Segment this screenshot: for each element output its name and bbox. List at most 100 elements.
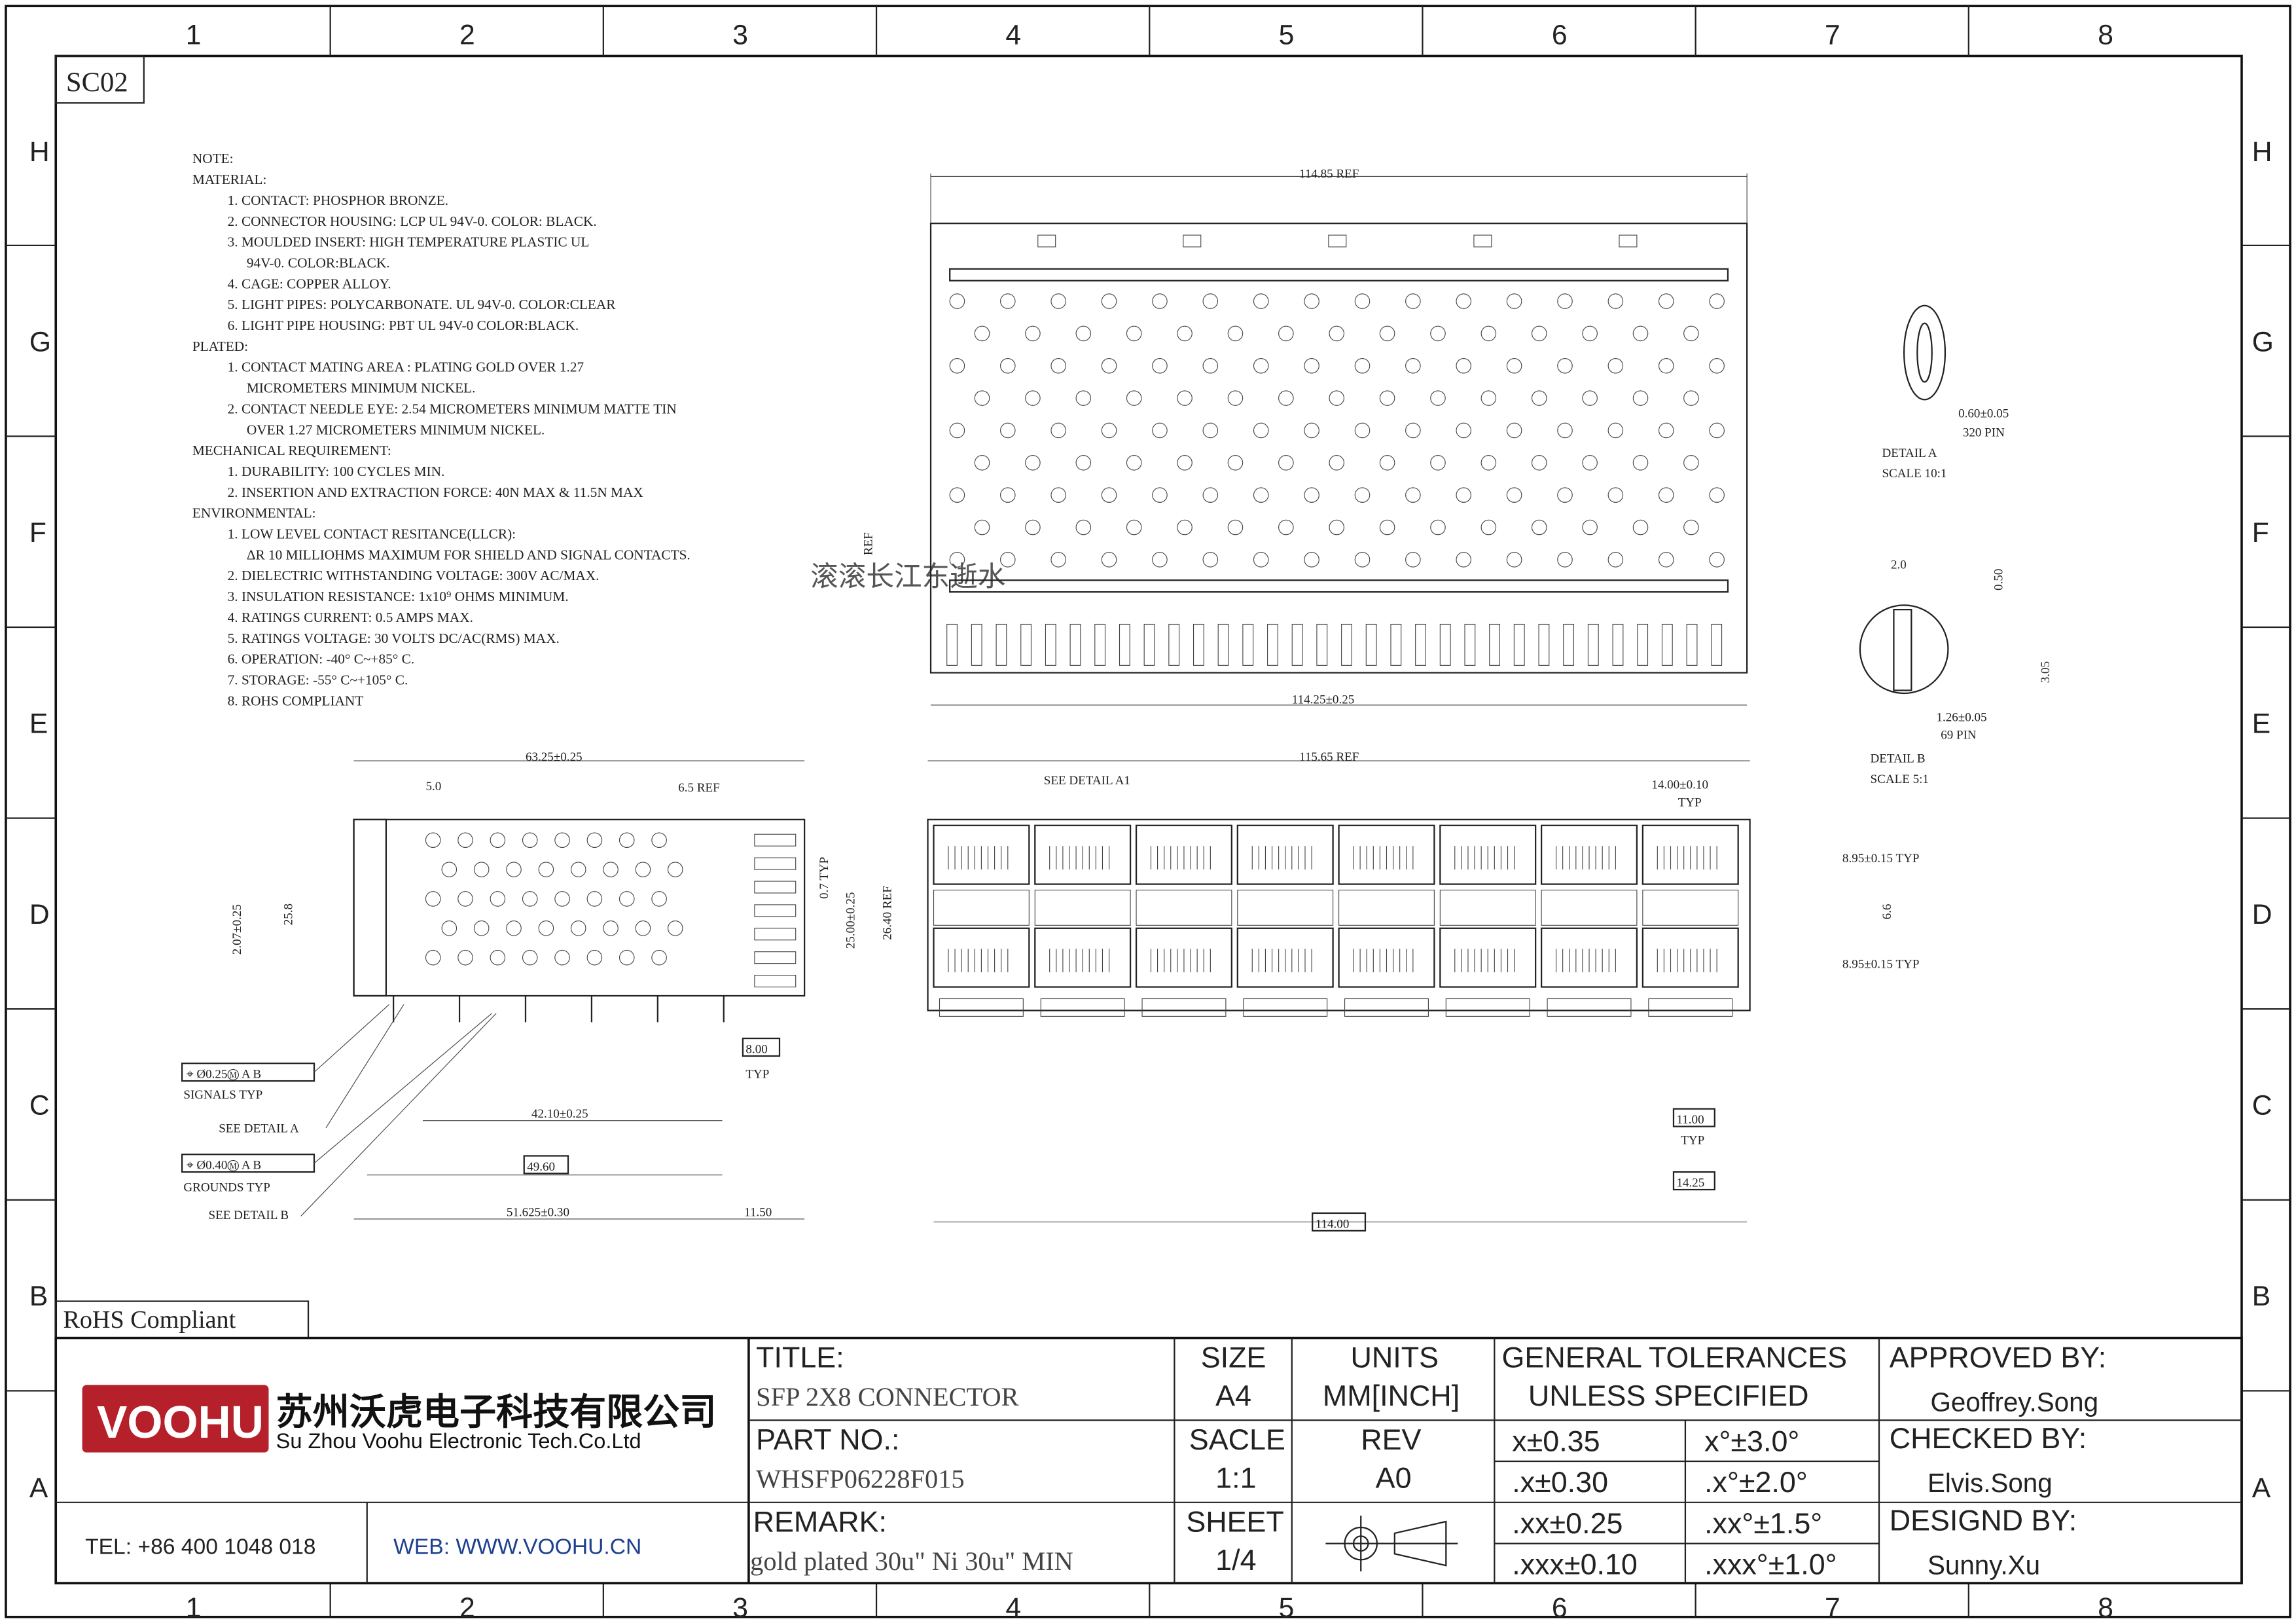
vent-hole	[457, 891, 473, 907]
dim-front-11400: 114.00	[1316, 1217, 1350, 1231]
vent-hole	[1557, 552, 1573, 568]
vent-hole	[1000, 487, 1016, 503]
vent-hole	[1304, 422, 1319, 439]
pin-row	[939, 998, 1024, 1017]
sfp-port	[1135, 824, 1232, 885]
led-window	[1136, 889, 1232, 926]
vent-hole	[554, 891, 570, 907]
pin-slot	[1143, 623, 1155, 666]
pin-slot	[1464, 623, 1476, 666]
note-line: 1. LOW LEVEL CONTACT RESITANCE(LLCR):	[228, 526, 516, 542]
vent-hole	[1456, 357, 1472, 374]
vent-hole	[1456, 487, 1472, 503]
sfp-port	[1540, 927, 1638, 988]
note-line: 94V-0. COLOR:BLACK.	[247, 255, 390, 270]
grid-column-label: 6	[1552, 20, 1568, 51]
sfp-port	[1439, 927, 1537, 988]
vent-hole	[1152, 487, 1168, 503]
vent-hole	[1177, 325, 1193, 342]
dim-front-14: 14.00±0.10	[1651, 778, 1708, 792]
vent-hole	[1430, 325, 1446, 342]
pin-slot	[1538, 623, 1550, 666]
tolerance-value: .xx°±1.5°	[1704, 1506, 1822, 1540]
dim-front-895a: 8.95±0.15 TYP	[1842, 852, 1920, 866]
note-line: MATERIAL:	[192, 172, 267, 187]
latch-slot	[1328, 234, 1347, 247]
vent-hole	[1456, 293, 1472, 309]
title-block: VOOHU 苏州沃虎电子科技有限公司 Su Zhou Voohu Electro…	[54, 1336, 2243, 1584]
vent-hole	[1531, 325, 1547, 342]
dim-side-typ: TYP	[745, 1068, 769, 1082]
pin-slot	[1168, 623, 1180, 666]
vent-hole	[490, 832, 506, 848]
remark: gold plated 30u" Ni 30u" MIN	[750, 1546, 1073, 1576]
vent-hole	[1480, 519, 1497, 536]
vent-hole	[1405, 422, 1421, 439]
vent-hole	[1506, 487, 1522, 503]
vent-hole	[1405, 487, 1421, 503]
grid-row-label: B	[29, 1281, 48, 1312]
vent-hole	[1304, 293, 1319, 309]
drawing-title: SFP 2X8 CONNECTOR	[756, 1382, 1019, 1412]
vent-hole	[1658, 487, 1674, 503]
vent-hole	[1202, 552, 1219, 568]
led-window	[1237, 889, 1334, 926]
signals-tolerance: ⌖ Ø0.25Ⓜ A B	[187, 1068, 261, 1082]
dim-front-typ2: TYP	[1681, 1134, 1704, 1148]
remark-label: REMARK:	[753, 1505, 887, 1539]
vent-hole	[635, 921, 651, 936]
vent-hole	[1253, 487, 1269, 503]
vent-hole	[974, 325, 990, 342]
grid-column-label: 3	[732, 1592, 748, 1623]
vent-hole	[1405, 552, 1421, 568]
vent-hole	[473, 862, 490, 877]
vent-hole	[1405, 357, 1421, 374]
sfp-port	[1135, 927, 1232, 988]
size-label: SIZE	[1201, 1340, 1266, 1374]
vent-hole	[570, 921, 586, 936]
vent-hole	[1278, 390, 1294, 406]
vent-hole	[1304, 552, 1319, 568]
grid-row-label: D	[29, 899, 50, 930]
tolerance-value: .xxx±0.10	[1512, 1548, 1638, 1581]
vent-hole	[1480, 390, 1497, 406]
vent-hole	[1000, 422, 1016, 439]
vent-hole	[667, 921, 683, 936]
see-detail-b: SEE DETAIL B	[209, 1209, 289, 1222]
vent-hole	[1202, 487, 1219, 503]
note-line: 3. INSULATION RESISTANCE: 1x10⁹ OHMS MIN…	[228, 589, 569, 604]
vent-hole	[1354, 357, 1371, 374]
note-line: 8. ROHS COMPLIANT	[228, 693, 364, 708]
pin-slot	[1365, 623, 1377, 666]
vent-hole	[1531, 455, 1547, 471]
grid-row-label: B	[2252, 1281, 2270, 1312]
checked-by: Elvis.Song	[1928, 1468, 2053, 1498]
note-line: 2. CONTACT NEEDLE EYE: 2.54 MICROMETERS …	[228, 401, 677, 416]
vent-hole	[1683, 455, 1699, 471]
port-finger	[754, 857, 797, 870]
scale-label: SACLE	[1189, 1423, 1285, 1456]
company-name-cn: 苏州沃虎电子科技有限公司	[276, 1391, 717, 1432]
note-line: 4. CAGE: COPPER ALLOY.	[228, 276, 391, 291]
vent-hole	[1658, 293, 1674, 309]
vent-hole	[1126, 519, 1142, 536]
vent-hole	[522, 949, 538, 966]
vent-hole	[1607, 422, 1624, 439]
grid-column-label: 7	[1825, 20, 1840, 51]
dim-side-258: 25.8	[281, 903, 295, 925]
led-window	[933, 889, 1030, 926]
top-view: 114.85 REF 114.25±0.25 REF	[861, 168, 1748, 707]
outer-border	[5, 5, 2291, 1618]
vent-hole	[1152, 293, 1168, 309]
grid-row-label: E	[2252, 708, 2270, 740]
website-link[interactable]: WEB: WWW.VOOHU.CN	[393, 1535, 641, 1559]
grid-row-label: C	[2252, 1090, 2272, 1122]
vent-hole	[1000, 357, 1016, 374]
pin-row	[1243, 998, 1328, 1017]
sfp-port	[1034, 927, 1132, 988]
vent-hole	[1658, 357, 1674, 374]
pin-slot	[1637, 623, 1649, 666]
vent-hole	[1430, 390, 1446, 406]
vent-hole	[1253, 357, 1269, 374]
led-window	[1541, 889, 1638, 926]
